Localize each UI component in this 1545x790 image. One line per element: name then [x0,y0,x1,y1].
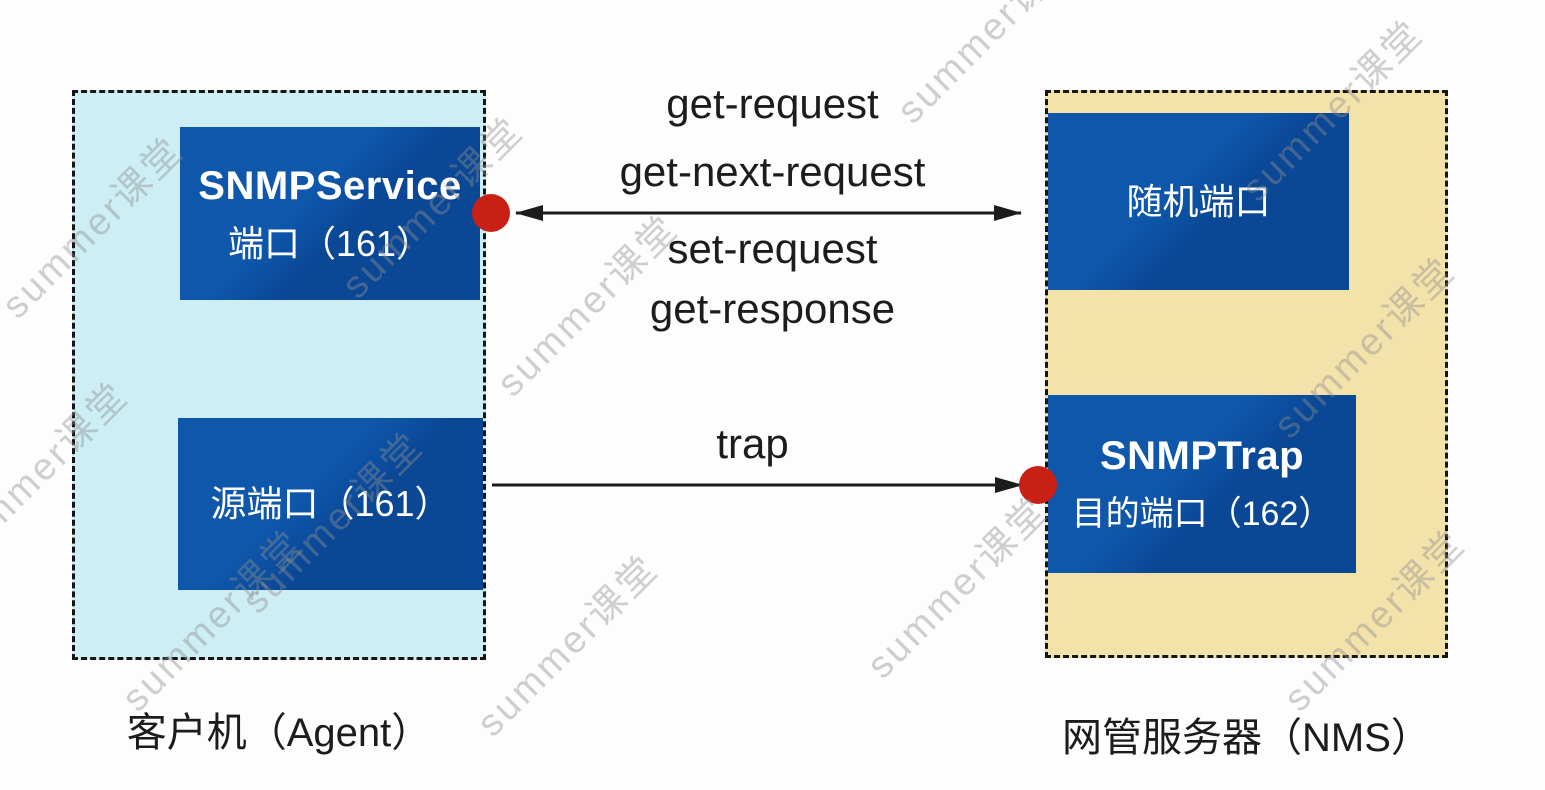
random-port-box: 随机端口 [1048,113,1349,290]
watermark-text: summer课堂 [859,489,1057,687]
arrow-label-get-response: get-response [649,285,896,332]
arrow-label-get-request: get-request [666,80,879,127]
snmp-service-port-box: SNMPService 端口（161） [180,127,480,300]
snmp-service-port-number: 端口（161） [227,222,433,264]
source-port-label: 源端口（161） [210,483,451,525]
random-port-label: 随机端口 [1126,180,1271,222]
connection-dot-nms [1019,466,1057,504]
snmp-trap-port-number: 目的端口（162） [1071,495,1333,534]
snmp-trap-port-box: SNMPTrap 目的端口（162） [1048,395,1356,573]
source-port-box: 源端口（161） [178,418,483,590]
nms-host-label: 网管服务器（NMS） [1062,716,1431,760]
arrow-label-set-request: set-request [667,225,878,272]
snmp-trap-title: SNMPTrap [1099,434,1305,479]
watermark-text: summer课堂 [469,547,667,745]
agent-host-label: 客户机（Agent） [126,711,432,755]
snmp-service-title: SNMPService [198,163,462,208]
arrow-label-get-next-request: get-next-request [619,148,926,195]
arrow-label-trap: trap [716,420,789,467]
connection-dot-agent [472,194,510,232]
